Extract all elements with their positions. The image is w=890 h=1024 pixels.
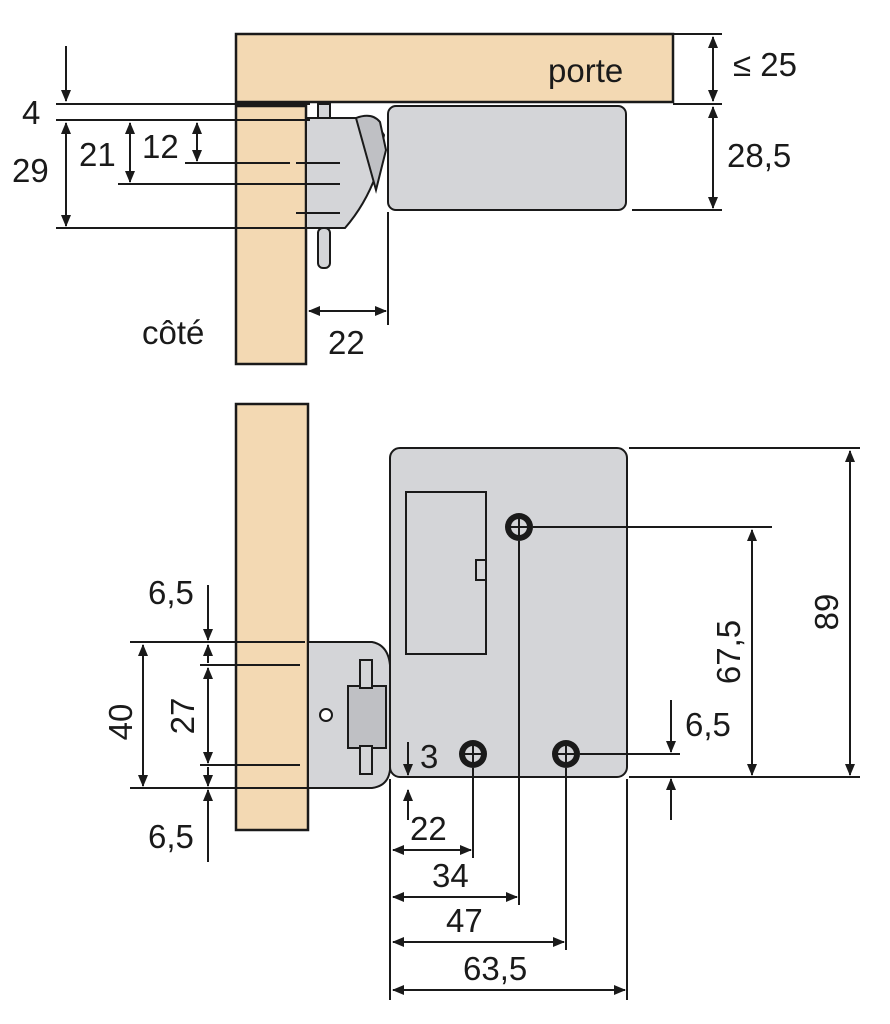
- screw-hole-bottom-left: [459, 740, 487, 768]
- lock-body-front: [389, 447, 628, 778]
- dim-dist-34: 34: [432, 857, 469, 894]
- strike-screw-hole: [319, 708, 333, 722]
- dim-clearance: 3: [420, 738, 438, 775]
- dim-body-height-top: 28,5: [727, 137, 791, 174]
- dim-dist-63-5: 63,5: [463, 950, 527, 987]
- front-view: 6,5 6,5 40 27 3 6,5 67,5 89 22 34 47 63,…: [102, 402, 860, 1000]
- dim-depth-12: 12: [142, 128, 179, 165]
- plate-tab: [475, 559, 487, 581]
- lock-body-top: [387, 105, 627, 211]
- dim-right-margin: 6,5: [685, 706, 731, 743]
- top-view: porte côté 4 29 21 1: [12, 32, 797, 366]
- hinge-pin-bottom: [359, 745, 373, 775]
- door-label: porte: [548, 52, 623, 89]
- hinge-pin-top: [359, 659, 373, 689]
- dim-pin-spacing: 27: [164, 698, 201, 735]
- screw-hole-top: [505, 513, 533, 541]
- dim-top-margin: 6,5: [148, 574, 194, 611]
- pin-top: [317, 103, 331, 119]
- dim-offset-22-top: 22: [328, 324, 365, 361]
- pin-bottom: [317, 227, 331, 269]
- dim-dist-22: 22: [410, 810, 447, 847]
- dim-bottom-margin: 6,5: [148, 818, 194, 855]
- dim-plate-height: 40: [102, 704, 139, 741]
- door-board: [234, 32, 675, 104]
- latch-cam: [354, 114, 388, 194]
- dim-gap-4: 4: [22, 94, 40, 131]
- dim-hole-spacing: 67,5: [710, 620, 747, 684]
- side-panel-top: [234, 104, 308, 366]
- dim-dist-47: 47: [446, 902, 483, 939]
- dim-body-height-front: 89: [808, 594, 845, 631]
- side-label: côté: [142, 314, 204, 351]
- screw-hole-bottom-right: [552, 740, 580, 768]
- dim-depth-29: 29: [12, 152, 49, 189]
- hinge-barrel: [347, 685, 387, 749]
- dim-depth-21: 21: [79, 136, 116, 173]
- side-panel-front: [234, 402, 310, 832]
- dim-door-thickness: ≤ 25: [733, 46, 797, 83]
